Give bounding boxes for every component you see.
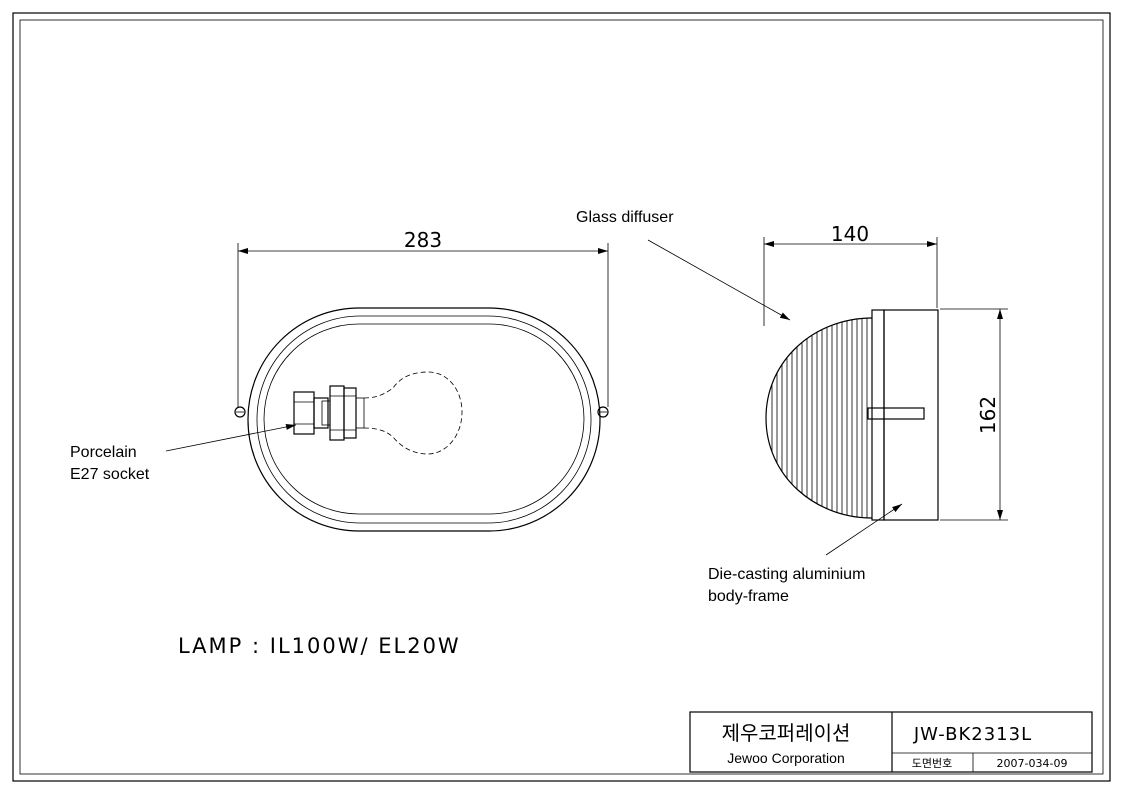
title-block	[689, 711, 1093, 773]
side-view: 140 162 Glass diffuser Die-casting alumi…	[576, 209, 1008, 605]
mounting-screw-right	[597, 406, 609, 418]
front-glass-edge	[263, 323, 585, 515]
dimension-front-width-label: 283	[404, 228, 442, 252]
drawing-number: 2007-034-09	[997, 757, 1068, 770]
company-name-english: Jewoo Corporation	[727, 750, 845, 766]
socket-label-line1: Porcelain	[70, 444, 137, 461]
body-frame-label-line1: Die-casting aluminium	[708, 566, 865, 583]
side-clip	[867, 407, 925, 420]
lamp-spec: LAMP : IL100W/ EL20W	[178, 634, 461, 658]
front-outer-body	[247, 307, 601, 532]
dimension-side-depth	[763, 237, 938, 326]
drawing-number-label: 도면번호	[912, 757, 952, 770]
drawing-frame	[12, 12, 1111, 782]
body-frame-leader	[825, 503, 903, 556]
side-flange	[871, 309, 885, 521]
dimension-side-height-label: 162	[976, 396, 1000, 434]
dimension-side-height	[940, 308, 1008, 521]
side-dome-ribs	[771, 318, 868, 518]
front-body-bezel	[256, 315, 592, 524]
bulb	[363, 371, 463, 455]
body-frame-label-line2: body-frame	[708, 588, 789, 605]
side-dome	[765, 317, 873, 519]
socket-label-line2: E27 socket	[70, 466, 150, 483]
side-body	[883, 309, 939, 521]
dimension-front-width	[237, 243, 609, 407]
socket	[293, 385, 365, 441]
mounting-screw-left	[234, 406, 246, 418]
company-name-korean: 제우코퍼레이션	[722, 721, 851, 745]
front-view: 283 Porcelain E27 socket	[70, 228, 609, 532]
socket-leader	[165, 424, 297, 452]
glass-diffuser-label: Glass diffuser	[576, 209, 674, 226]
model-code: JW-BK2313L	[913, 724, 1032, 745]
glass-diffuser-leader	[647, 239, 791, 321]
dimension-side-depth-label: 140	[831, 222, 869, 246]
